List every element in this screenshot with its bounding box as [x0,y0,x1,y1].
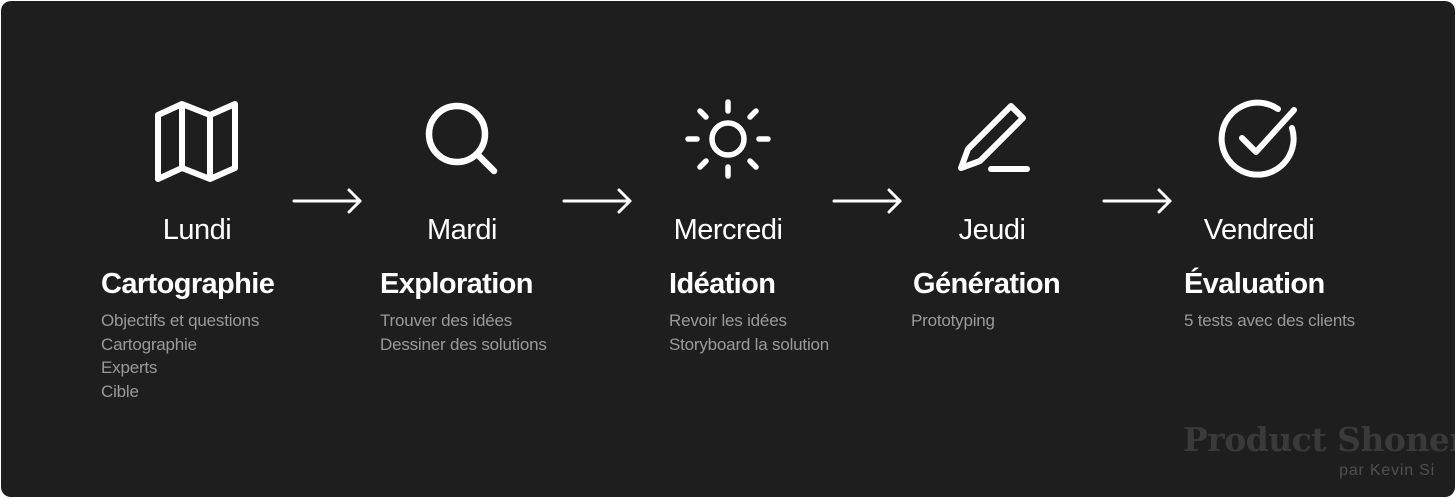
step-items: Objectifs et questions Cartographie Expe… [101,309,259,403]
step-title: Exploration [380,268,534,300]
step-item: Experts [101,358,158,377]
day-label: Mercredi [673,214,783,246]
step-item: Cible [101,381,139,401]
step-item: Objectifs et questions [101,311,260,330]
pencil-icon [949,98,1035,184]
search-icon [419,98,505,184]
step-items: Prototyping [911,309,995,333]
step-items: 5 tests avec des clients [1184,309,1355,333]
arrow-icon [292,187,364,215]
step-item: Cartographie [101,334,197,354]
arrow-icon [1102,187,1174,215]
author-credit: par Kevin Si [1339,462,1435,479]
step-item: Prototyping [911,311,995,330]
step-title: Cartographie [101,268,275,300]
sun-icon [685,98,771,184]
step-title: Génération [913,268,1061,300]
check-circle-icon [1216,98,1302,184]
step-item: 5 tests avec des clients [1184,311,1355,330]
day-label: Jeudi [958,214,1026,246]
step-title: Évaluation [1184,268,1325,300]
day-label: Vendredi [1203,214,1315,246]
step-item: Revoir les idées [669,311,787,330]
brand-watermark: Product Shonen [1183,420,1455,459]
day-label: Mardi [426,214,498,246]
map-icon [154,98,240,184]
step-title: Idéation [669,268,776,300]
arrow-icon [562,187,634,215]
step-item: Storyboard la solution [669,334,830,354]
arrow-icon [832,187,904,215]
step-item: Trouver des idées [380,311,513,330]
day-label: Lundi [162,214,232,246]
step-item: Dessiner des solutions [380,334,547,354]
step-items: Revoir les idées Storyboard la solution [669,309,829,356]
step-items: Trouver des idées Dessiner des solutions [380,309,547,356]
